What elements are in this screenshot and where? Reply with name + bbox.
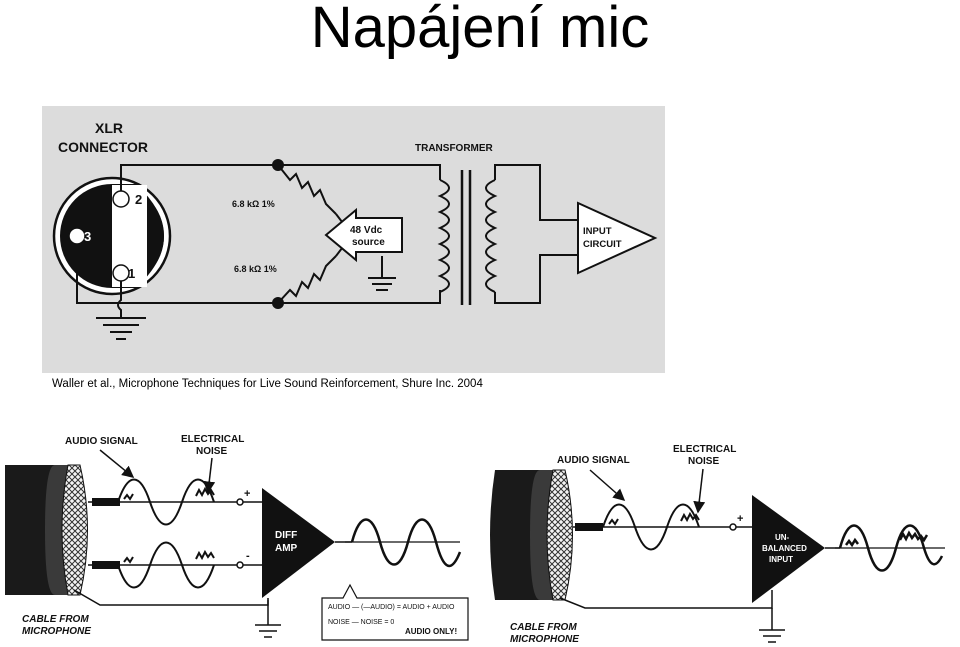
connector-label: CONNECTOR bbox=[58, 139, 148, 155]
junction-dot-top bbox=[272, 159, 284, 171]
diff-amp: DIFF AMP bbox=[262, 488, 335, 598]
source-voltage-label: 48 Vdc bbox=[350, 225, 383, 236]
unbalanced-label-2: BALANCED bbox=[762, 544, 807, 553]
source-label: source bbox=[352, 237, 385, 248]
balanced-input-diagram: AUDIO SIGNAL ELECTRICAL NOISE + - bbox=[5, 434, 469, 641]
signal-wave-minus bbox=[117, 541, 215, 589]
plus-terminal-label: + bbox=[244, 488, 250, 500]
output-wave-clean bbox=[350, 518, 462, 567]
resistor-top-label: 6.8 kΩ 1% bbox=[232, 199, 275, 209]
signal-wave-plus bbox=[117, 478, 215, 526]
phantom-power-schematic: XLR CONNECTOR TRANSFORMER 2 3 1 bbox=[42, 106, 665, 373]
cable-from-label: CABLE FROM bbox=[22, 614, 89, 625]
circuit-label: CIRCUIT bbox=[583, 239, 622, 250]
pin-2-contact bbox=[112, 190, 130, 208]
pin-2-label: 2 bbox=[135, 192, 142, 207]
minus-terminal-label: - bbox=[246, 550, 250, 562]
unbalanced-label-3: INPUT bbox=[769, 555, 793, 564]
plus-terminal-label-right: + bbox=[737, 513, 743, 525]
pin-1-contact bbox=[112, 264, 130, 282]
noise-label-right: NOISE bbox=[688, 456, 719, 467]
noise-label: NOISE bbox=[196, 446, 227, 457]
input-circuit-amp: INPUT CIRCUIT bbox=[577, 201, 658, 275]
callout-audio-only: AUDIO ONLY! bbox=[405, 627, 457, 636]
mic-cable-right bbox=[490, 469, 573, 601]
resistor-bottom-label: 6.8 kΩ 1% bbox=[234, 264, 277, 274]
output-wave-noisy bbox=[838, 524, 944, 572]
callout-line-noise: NOISE — NOISE = 0 bbox=[328, 619, 394, 626]
cable-from-label-right: CABLE FROM bbox=[510, 622, 577, 633]
microphone-label-right: MICROPHONE bbox=[510, 634, 579, 645]
input-label: INPUT bbox=[583, 226, 612, 237]
xlr-connector: 2 3 1 bbox=[52, 176, 172, 296]
pin-3-contact bbox=[68, 227, 86, 245]
mic-cable-left bbox=[5, 464, 88, 596]
phantom-source-arrow: 48 Vdc source bbox=[324, 207, 403, 263]
junction-dot-bottom bbox=[272, 297, 284, 309]
page-title: Napájení mic bbox=[310, 0, 650, 60]
pin-3-label: 3 bbox=[84, 229, 91, 244]
amp-label: AMP bbox=[275, 543, 298, 554]
audio-signal-label: AUDIO SIGNAL bbox=[65, 436, 138, 447]
unbalanced-input-diagram: AUDIO SIGNAL ELECTRICAL NOISE + UN- BALA… bbox=[490, 444, 945, 645]
unbalanced-amp: UN- BALANCED INPUT bbox=[752, 495, 825, 603]
electrical-label-right: ELECTRICAL bbox=[673, 444, 736, 455]
xlr-label: XLR bbox=[95, 120, 123, 136]
transformer-core bbox=[460, 170, 472, 305]
pin-1-label: 1 bbox=[128, 266, 135, 281]
transformer-label: TRANSFORMER bbox=[415, 143, 494, 154]
electrical-label: ELECTRICAL bbox=[181, 434, 244, 445]
microphone-label: MICROPHONE bbox=[22, 626, 91, 637]
signal-wave-right bbox=[602, 503, 700, 551]
audio-signal-label-right: AUDIO SIGNAL bbox=[557, 455, 630, 466]
unbalanced-label-1: UN- bbox=[775, 533, 790, 542]
cancellation-callout: AUDIO — (—AUDIO) = AUDIO + AUDIO NOISE —… bbox=[321, 583, 469, 641]
diff-label: DIFF bbox=[275, 530, 297, 541]
callout-line-audio: AUDIO — (—AUDIO) = AUDIO + AUDIO bbox=[328, 604, 455, 611]
source-caption: Waller et al., Microphone Techniques for… bbox=[52, 378, 483, 390]
